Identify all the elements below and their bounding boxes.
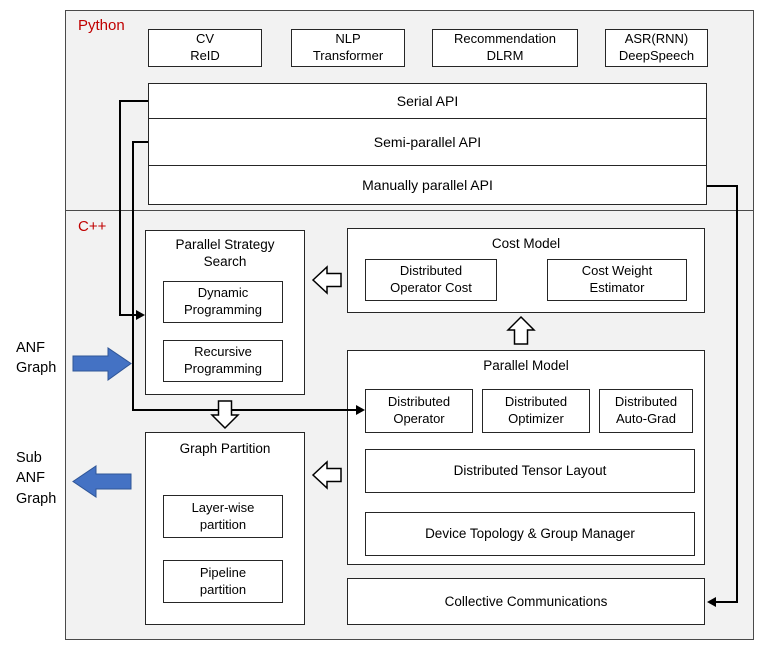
cpp-section-label: C++ [78,218,107,235]
serial-api-bar: Serial API [148,83,707,119]
anf-graph-label: ANF Graph [16,340,57,377]
manually-parallel-api-bar: Manually parallel API [148,165,707,205]
semi-parallel-api-bar: Semi-parallel API [148,118,707,166]
distributed-optimizer-box: Distributed Optimizer [482,389,590,433]
app-box-recommendation-dlrm: Recommendation DLRM [432,29,578,67]
app-box-cv-reid: CV ReID [148,29,262,67]
distributed-tensor-layout-box: Distributed Tensor Layout [365,449,695,493]
python-section-label: Python [78,17,125,34]
parallel-strategy-search-title: Parallel Strategy Search [175,237,275,269]
graph-partition-title: Graph Partition [179,441,271,456]
parallel-model-title: Parallel Model [483,358,569,373]
sub-anf-graph-label: Sub ANF Graph [16,450,57,507]
distributed-auto-grad-box: Distributed Auto-Grad [599,389,693,433]
collective-communications-bar: Collective Communications [347,578,705,625]
recursive-programming-box: Recursive Programming [163,340,283,382]
pipeline-partition-box: Pipeline partition [163,560,283,603]
distributed-operator-cost-box: Distributed Operator Cost [365,259,497,301]
distributed-operator-box: Distributed Operator [365,389,473,433]
cost-weight-estimator-box: Cost Weight Estimator [547,259,687,301]
cost-model-title: Cost Model [491,236,561,251]
dynamic-programming-box: Dynamic Programming [163,281,283,323]
app-box-asr-deepspeech: ASR(RNN) DeepSpeech [605,29,708,67]
device-topology-group-manager-box: Device Topology & Group Manager [365,512,695,556]
layer-wise-partition-box: Layer-wise partition [163,495,283,538]
app-box-nlp-transformer: NLP Transformer [291,29,405,67]
